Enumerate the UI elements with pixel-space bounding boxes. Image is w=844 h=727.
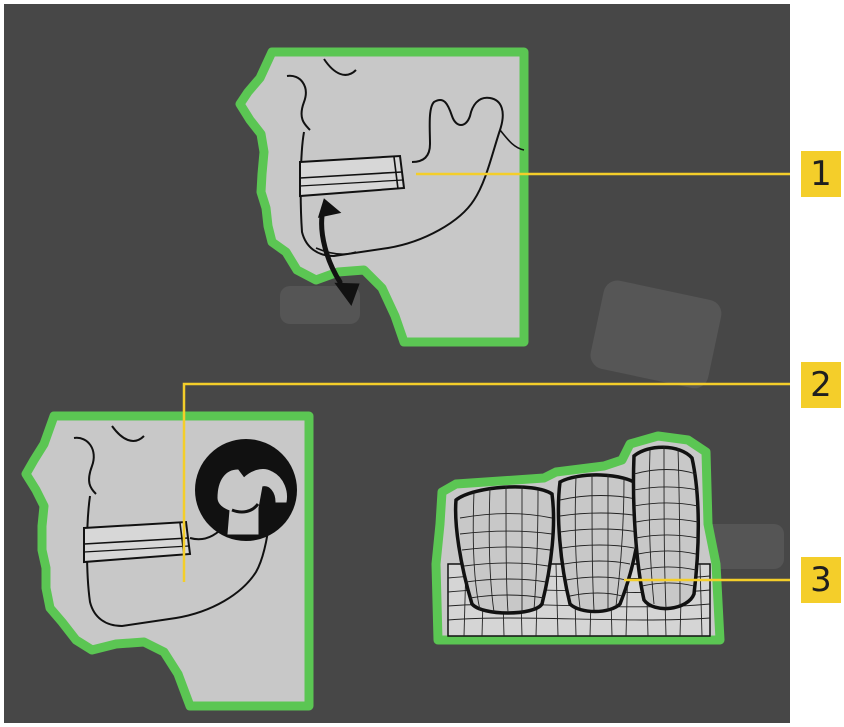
teeth-mesh-icon xyxy=(436,436,720,640)
callout-1: 1 xyxy=(801,151,841,197)
callout-3: 3 xyxy=(801,557,841,603)
callout-2: 2 xyxy=(801,362,841,408)
jaw-joint-icon xyxy=(26,416,309,706)
illustration-panel xyxy=(4,4,790,723)
illustration-svg xyxy=(4,4,790,723)
